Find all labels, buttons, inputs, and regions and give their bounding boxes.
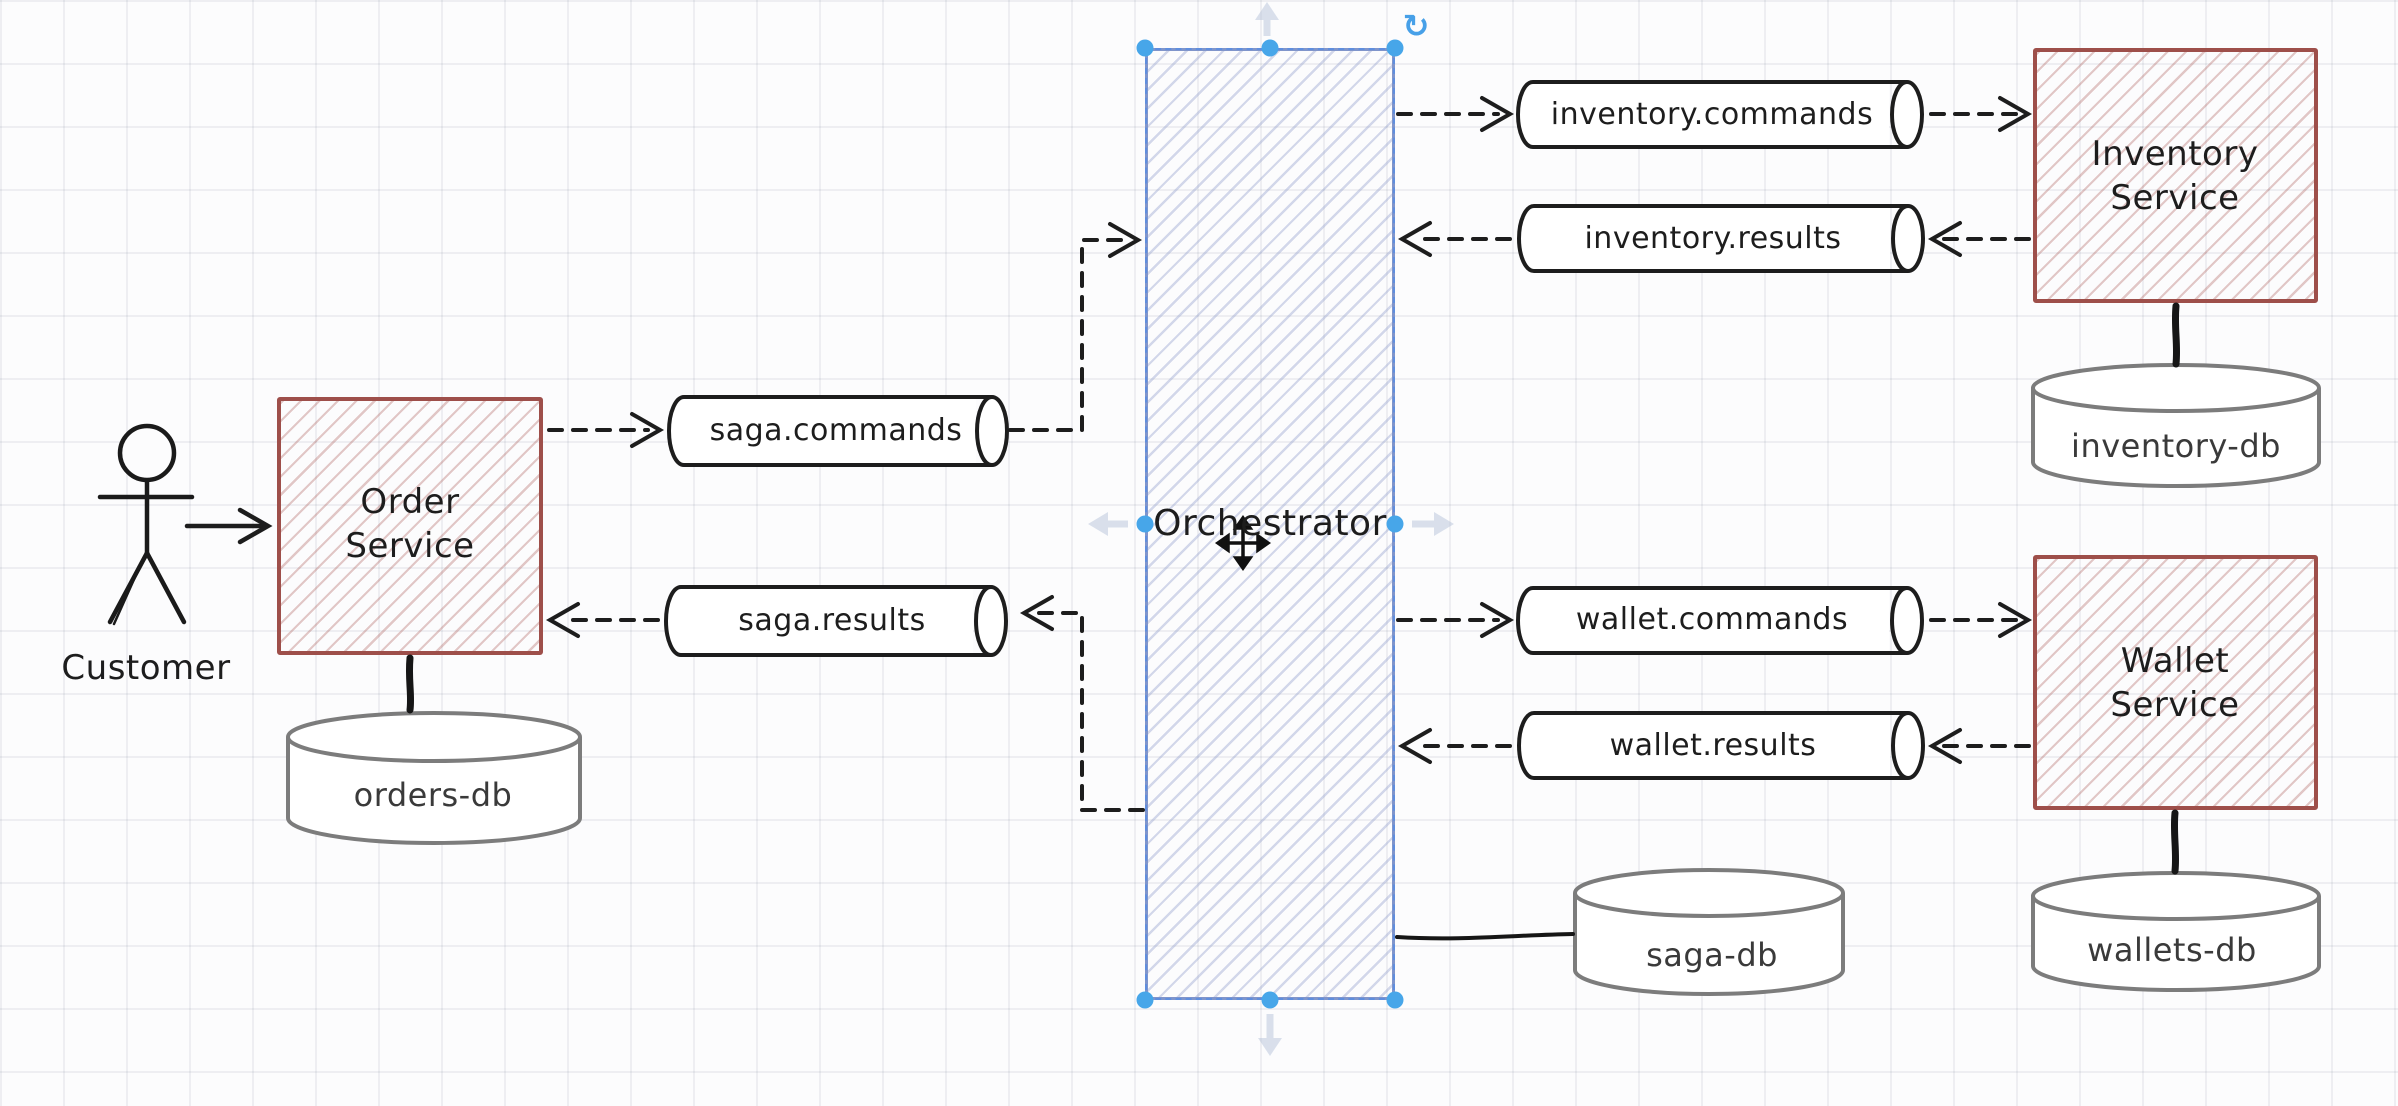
edge-orchestrator-sagadb[interactable] [1395,932,1575,941]
wallet-commands-queue[interactable] [1516,586,1924,655]
orders-db-label: orders-db [353,776,513,814]
wallets-db-cylinder[interactable] [2031,871,2321,992]
database-shapes[interactable] [286,363,2321,996]
selection-handle-top-mid[interactable] [1261,39,1279,57]
wallet-results-label: wallet.results [1609,728,1817,763]
inventory-commands-label: inventory.commands [1550,97,1874,132]
saga-results-queue[interactable] [664,585,1008,657]
saga-commands-queue[interactable] [667,395,1009,467]
move-cursor-icon [1214,514,1272,572]
orchestrator-label: Orchestrator [1153,503,1387,544]
wallet-service-box[interactable] [2033,555,2318,810]
edge-wallet-walletsdb[interactable] [2170,809,2180,875]
edge-customer-order[interactable] [184,507,273,545]
edge-order-ordersdb[interactable] [405,654,415,714]
selection-handle-bottom-mid[interactable] [1261,991,1279,1009]
orders-db-cylinder[interactable] [286,711,582,845]
customer-label: Customer [61,648,231,688]
queue-shapes[interactable] [664,80,1925,780]
order-service-box[interactable] [277,397,543,655]
selection-handle-mid-right[interactable] [1386,515,1404,533]
saga-results-label: saga.results [738,603,926,638]
edge-orchestrator-sagaresults[interactable] [1034,611,1145,812]
wallet-service-label: Wallet Service [2110,641,2240,725]
selection-handle-bottom-right[interactable] [1386,991,1404,1009]
edge-sagacommands-orchestrator[interactable] [1008,238,1128,432]
saga-db-cylinder[interactable] [1573,868,1845,996]
wallet-results-queue[interactable] [1517,711,1925,780]
inventory-results-label: inventory.results [1584,221,1842,256]
selection-handle-top-left[interactable] [1136,39,1154,57]
dashed-edges[interactable] [545,96,2033,812]
edge-inventory-inventorydb[interactable] [2171,302,2181,368]
saga-db-label: saga-db [1646,936,1778,974]
inventory-commands-queue[interactable] [1516,80,1924,149]
inventory-results-queue[interactable] [1517,204,1925,273]
inventory-db-cylinder[interactable] [2031,363,2321,488]
db-connectors[interactable] [405,302,2181,941]
selection-handle-bottom-left[interactable] [1136,991,1154,1009]
wallets-db-label: wallets-db [2087,931,2257,969]
selection-handle-mid-left[interactable] [1136,515,1154,533]
rotate-handle-icon[interactable]: ↻ [1402,7,1430,45]
selection-outline [1145,48,1395,1000]
wallet-commands-label: wallet.commands [1575,602,1849,637]
inventory-db-label: inventory-db [2071,427,2281,465]
inventory-service-label: Inventory Service [2091,134,2259,218]
order-service-label: Order Service [345,482,475,566]
selection-handle-top-right[interactable] [1386,39,1404,57]
alignment-hint-arrows [1088,2,1454,1056]
saga-commands-label: saga.commands [709,413,963,448]
customer-actor[interactable] [97,423,195,626]
inventory-service-box[interactable] [2033,48,2318,303]
